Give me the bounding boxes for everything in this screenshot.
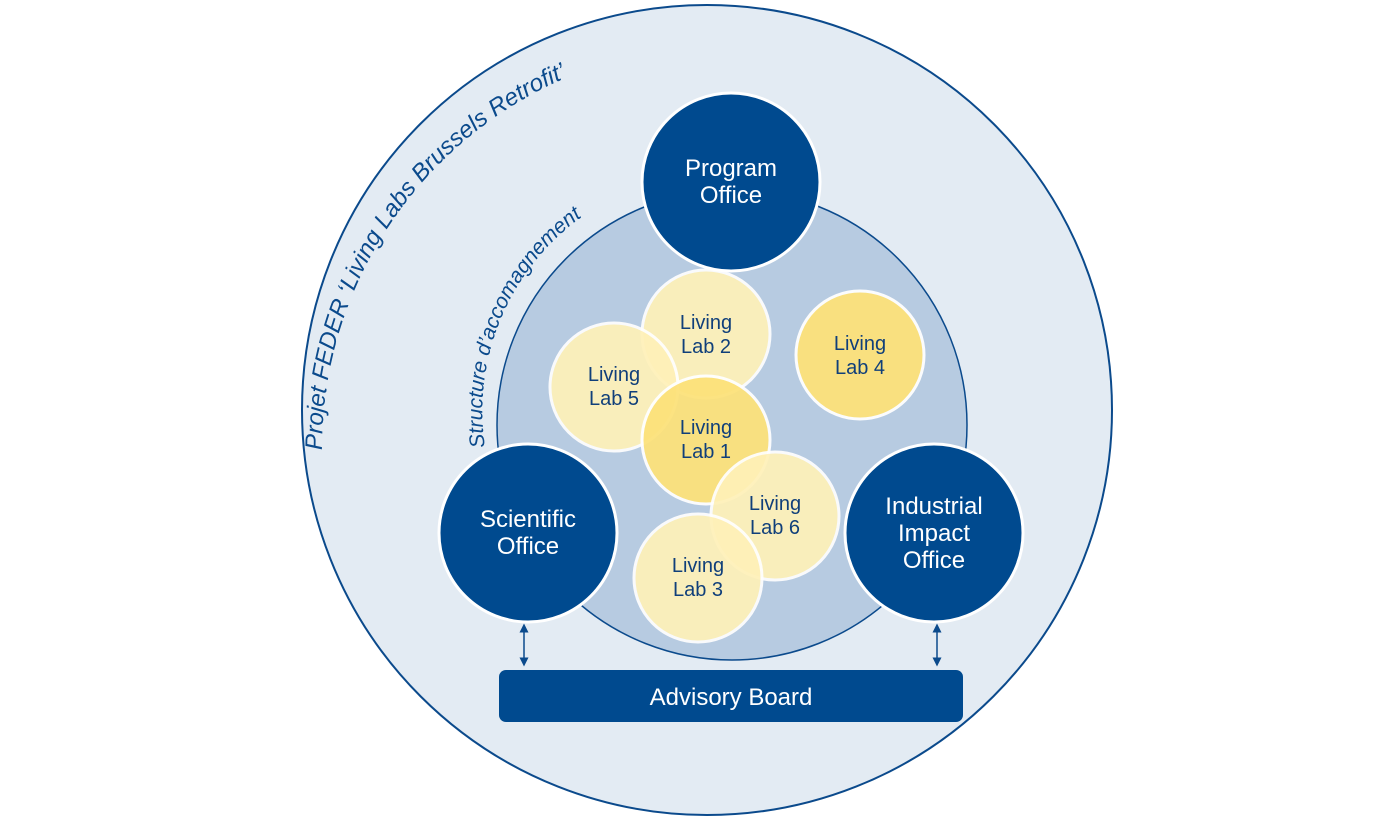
svg-text:Program: Program xyxy=(685,155,777,182)
svg-text:Office: Office xyxy=(903,547,965,574)
advisory-board-box: Advisory Board xyxy=(499,670,963,722)
svg-text:Living: Living xyxy=(588,364,640,386)
svg-text:Lab 1: Lab 1 xyxy=(681,441,731,463)
svg-text:Advisory Board: Advisory Board xyxy=(650,684,813,711)
svg-text:Lab 2: Lab 2 xyxy=(681,336,731,358)
svg-text:Living: Living xyxy=(834,333,886,355)
svg-text:Lab 3: Lab 3 xyxy=(673,579,723,601)
svg-text:Office: Office xyxy=(700,182,762,209)
svg-text:Living: Living xyxy=(680,417,732,439)
svg-text:Living: Living xyxy=(680,312,732,334)
svg-text:Scientific: Scientific xyxy=(480,506,576,533)
svg-text:Living: Living xyxy=(749,493,801,515)
svg-text:Office: Office xyxy=(497,533,559,560)
scientific-office-circle: Scientific Office xyxy=(437,442,619,624)
svg-text:Impact: Impact xyxy=(898,520,970,547)
svg-text:Industrial: Industrial xyxy=(885,493,982,520)
svg-text:Lab 5: Lab 5 xyxy=(589,388,639,410)
lab-circle-living-lab-3: Living Lab 3 xyxy=(632,512,764,644)
svg-text:Living: Living xyxy=(672,555,724,577)
svg-text:Lab 4: Lab 4 xyxy=(835,357,885,379)
svg-text:Lab 6: Lab 6 xyxy=(750,517,800,539)
lab-circle-living-lab-4: Living Lab 4 xyxy=(794,289,926,421)
industrial-impact-office-circle: Industrial Impact Office xyxy=(843,442,1025,624)
program-office-circle: Program Office xyxy=(640,91,822,273)
